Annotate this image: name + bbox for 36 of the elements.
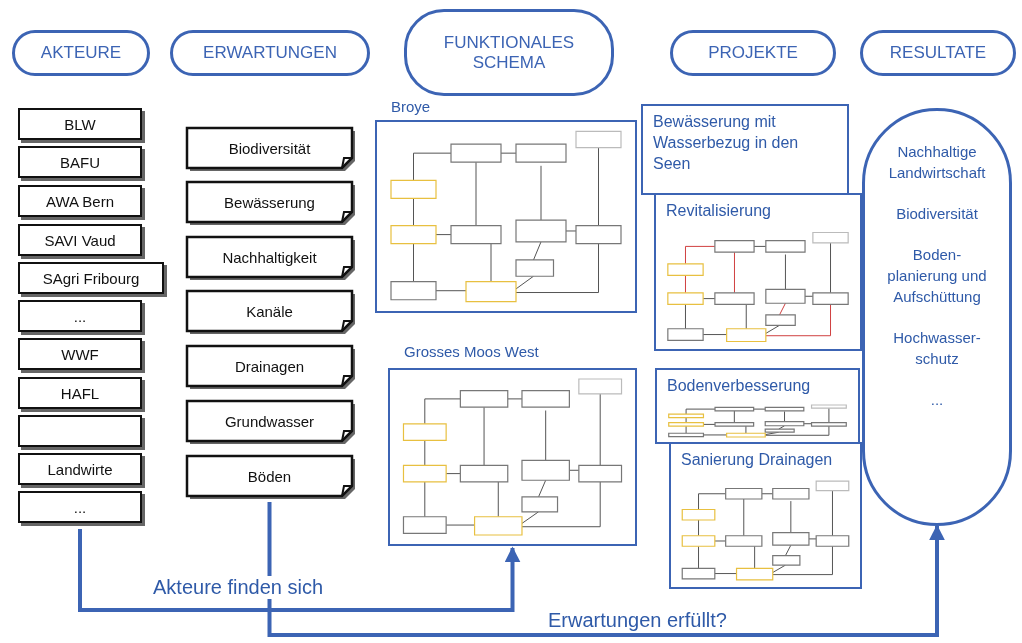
header-pill: FUNKTIONALES SCHEMA (404, 9, 614, 96)
actor-box: BAFU (18, 146, 142, 178)
actor-box: ... (18, 300, 142, 332)
actor-box: SAgri Fribourg (18, 262, 164, 294)
project-card (641, 104, 849, 195)
project-card (655, 368, 860, 444)
actor-box: ... (18, 491, 142, 523)
actor-box: BLW (18, 108, 142, 140)
result-text: Hochwasser- schutz (892, 328, 982, 369)
actor-box: AWA Bern (18, 185, 142, 217)
actor-box: Landwirte (18, 453, 142, 485)
header-pill: ERWARTUNGEN (170, 30, 370, 76)
arrow (267, 502, 945, 637)
result-text: Biodiversität (895, 204, 979, 224)
header-pill: AKTEURE (12, 30, 150, 76)
header-pill: PROJEKTE (670, 30, 836, 76)
project-card (654, 193, 862, 351)
project-card (669, 442, 862, 589)
actor-box (18, 415, 142, 447)
actor-box: WWF (18, 338, 142, 370)
expectation-text: Grundwasser (224, 412, 315, 430)
actor-box: HAFL (18, 377, 142, 409)
expectation-text: Böden (247, 467, 292, 485)
expectation-text: Biodiversität (228, 139, 311, 157)
panel-heading: Grosses Moos West (404, 343, 539, 360)
panel-heading: Broye (391, 98, 431, 115)
expectation-text: Nachhaltigkeit (222, 248, 317, 266)
expectation-text: Kanäle (246, 302, 293, 320)
header-pill: RESULTATE (860, 30, 1016, 76)
arrow (78, 529, 521, 612)
result-text: Boden- planierung und Aufschüttung (886, 245, 988, 307)
expectation-text: Drainagen (234, 357, 305, 375)
actor-box: SAVI Vaud (18, 224, 142, 256)
expectation-text: Bewässerung (224, 193, 315, 211)
result-text: ... (929, 390, 945, 410)
result-text: Nachhaltige Landwirtschaft (887, 142, 987, 183)
